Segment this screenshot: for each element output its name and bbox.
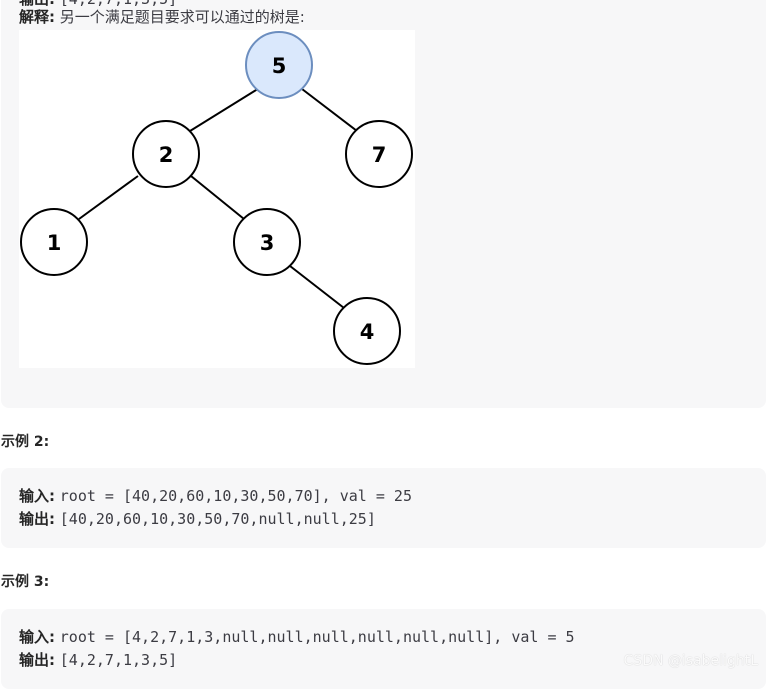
- example-1-explanation-line: 解释: 另一个满足题目要求可以通过的树是:: [19, 6, 305, 28]
- node-label: 5: [272, 54, 287, 78]
- edge-3-4: [289, 265, 345, 309]
- example-3-input-line: 输入: root = [4,2,7,1,3,null,null,null,nul…: [19, 626, 575, 648]
- example-3-heading: 示例 3:: [1, 574, 50, 590]
- tree-node-1: 1: [20, 208, 88, 276]
- output-value: [40,20,60,10,30,50,70,null,null,25]: [59, 510, 376, 528]
- explanation-text: 另一个满足题目要求可以通过的树是:: [59, 8, 305, 26]
- example-1-output-line: 输出: [4,2,7,1,3,5]: [19, 0, 177, 10]
- output-label: 输出:: [19, 0, 55, 8]
- node-label: 2: [159, 143, 174, 167]
- output-value: [4,2,7,1,3,5]: [59, 651, 178, 669]
- tree-node-4: 4: [333, 297, 401, 365]
- input-value: root = [4,2,7,1,3,null,null,null,null,nu…: [59, 628, 575, 646]
- tree-node-5: 5: [245, 31, 313, 99]
- output-label: 输出:: [19, 651, 55, 669]
- edge-5-7: [301, 88, 358, 132]
- node-label: 4: [360, 320, 375, 344]
- csdn-watermark: CSDN @isabelightL: [623, 653, 758, 669]
- node-label: 3: [260, 231, 275, 255]
- input-value: root = [40,20,60,10,30,50,70], val = 25: [59, 487, 412, 505]
- example-3-card: [1, 609, 766, 689]
- tree-node-3: 3: [233, 208, 301, 276]
- input-label: 输入:: [19, 487, 55, 505]
- tree-node-2: 2: [132, 120, 200, 188]
- example-3-output-line: 输出: [4,2,7,1,3,5]: [19, 649, 177, 671]
- output-label: 输出:: [19, 510, 55, 528]
- explanation-label: 解释:: [19, 8, 55, 26]
- input-label: 输入:: [19, 628, 55, 646]
- example-2-input-line: 输入: root = [40,20,60,10,30,50,70], val =…: [19, 485, 412, 507]
- edge-2-3: [190, 175, 245, 220]
- node-label: 7: [372, 143, 387, 167]
- output-value: [4,2,7,1,3,5]: [60, 0, 177, 8]
- example-2-output-line: 输出: [40,20,60,10,30,50,70,null,null,25]: [19, 508, 376, 530]
- edge-5-2: [189, 86, 262, 132]
- example-2-card: [1, 468, 766, 548]
- edge-2-1: [78, 175, 139, 220]
- tree-node-7: 7: [345, 120, 413, 188]
- node-label: 1: [47, 231, 62, 255]
- example-2-heading: 示例 2:: [1, 434, 50, 450]
- bst-diagram: 5 2 7 1 3 4: [19, 30, 415, 368]
